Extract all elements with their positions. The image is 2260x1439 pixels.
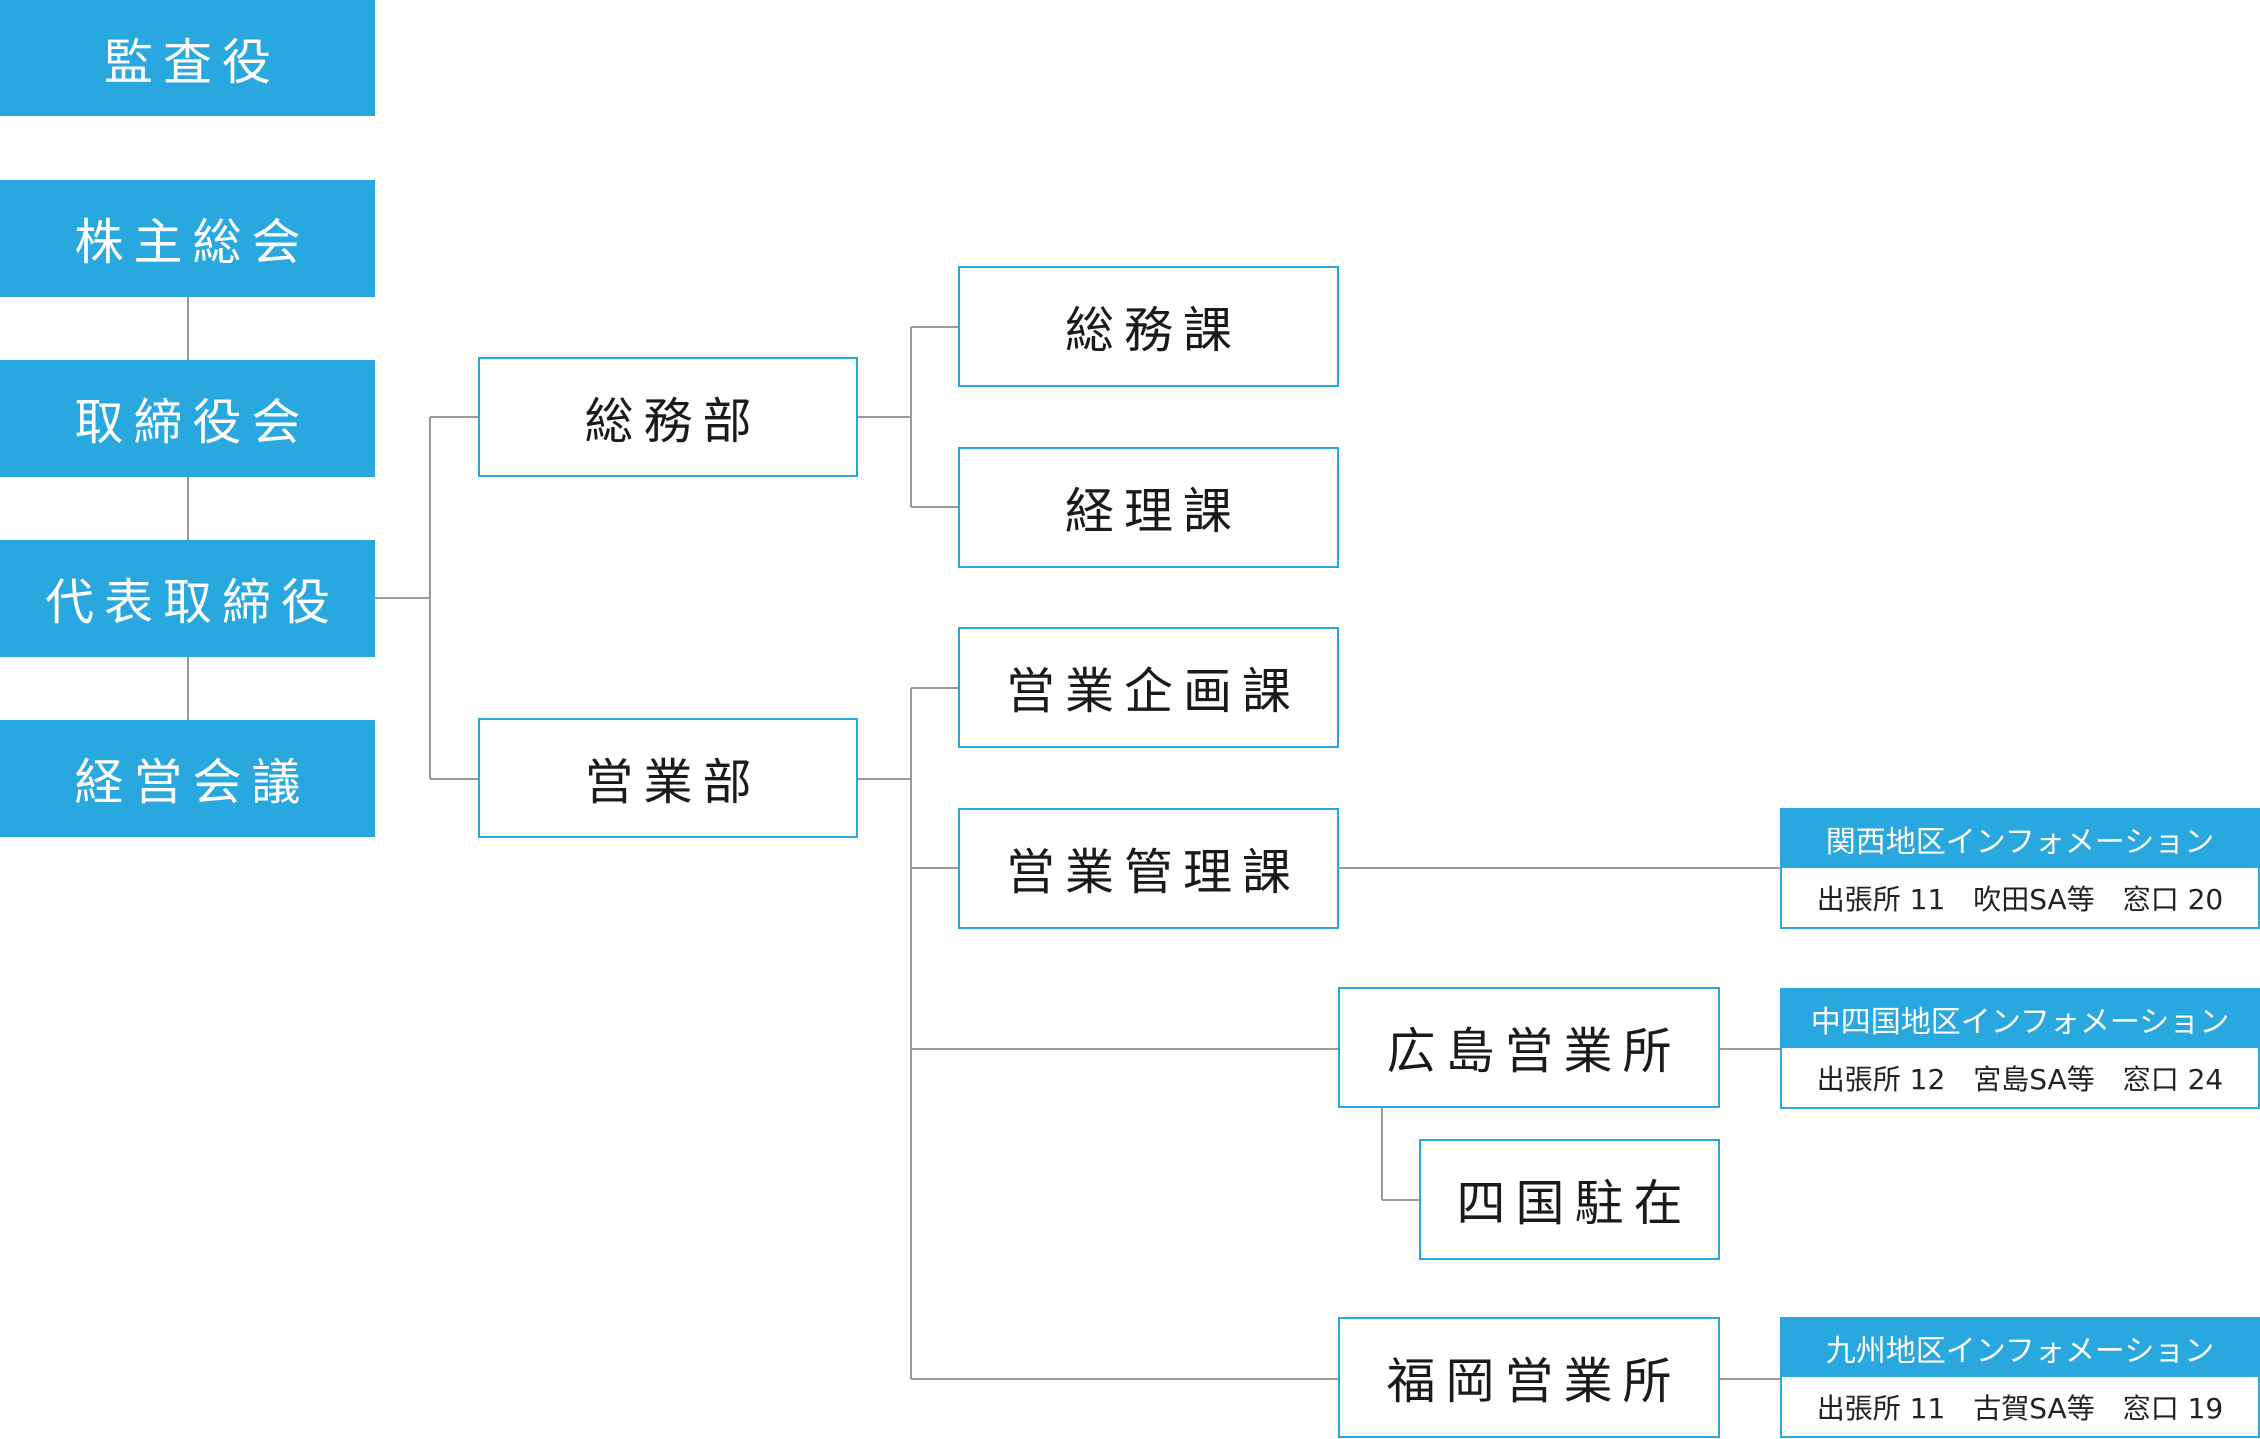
hiroshima-office-label: 広島営業所 bbox=[1386, 1023, 1682, 1080]
sales-management-section-box: 営業管理課 bbox=[958, 808, 1339, 929]
sales-planning-section-label: 営業企画課 bbox=[1005, 663, 1301, 720]
kyushu-info-title: 九州地区インフォメーション bbox=[1782, 1319, 2258, 1377]
president-label: 代表取締役 bbox=[44, 574, 340, 631]
kyushu-info-box: 九州地区インフォメーション 出張所 11 古賀SA等 窓口 19 bbox=[1780, 1317, 2260, 1438]
accounting-section-box: 経理課 bbox=[958, 447, 1339, 568]
general-affairs-dept-label: 総務部 bbox=[584, 392, 762, 450]
hiroshima-office-box: 広島営業所 bbox=[1338, 987, 1720, 1108]
auditor-box: 監査役 bbox=[0, 0, 375, 116]
chushikoku-info-title: 中四国地区インフォメーション bbox=[1782, 990, 2258, 1048]
kansai-info-title: 関西地区インフォメーション bbox=[1782, 810, 2258, 868]
sales-dept-label: 営業部 bbox=[584, 753, 762, 811]
sales-dept-box: 営業部 bbox=[478, 718, 858, 838]
board-of-directors-box: 取締役会 bbox=[0, 360, 375, 477]
sales-planning-section-box: 営業企画課 bbox=[958, 627, 1339, 748]
kansai-info-detail: 出張所 11 吹田SA等 窓口 20 bbox=[1816, 883, 2224, 916]
president-box: 代表取締役 bbox=[0, 540, 375, 657]
chushikoku-info-box: 中四国地区インフォメーション 出張所 12 宮島SA等 窓口 24 bbox=[1780, 988, 2260, 1109]
management-meeting-label: 経営会議 bbox=[74, 754, 311, 811]
general-affairs-dept-box: 総務部 bbox=[478, 357, 858, 477]
auditor-label: 監査役 bbox=[103, 33, 281, 91]
shikoku-station-box: 四国駐在 bbox=[1419, 1139, 1720, 1260]
accounting-section-label: 経理課 bbox=[1064, 483, 1242, 540]
shareholders-meeting-label: 株主総会 bbox=[74, 214, 311, 271]
kansai-info-box: 関西地区インフォメーション 出張所 11 吹田SA等 窓口 20 bbox=[1780, 808, 2260, 929]
general-affairs-section-box: 総務課 bbox=[958, 266, 1339, 387]
fukuoka-office-label: 福岡営業所 bbox=[1386, 1353, 1682, 1410]
shikoku-station-label: 四国駐在 bbox=[1456, 1175, 1693, 1232]
sales-management-section-label: 営業管理課 bbox=[1005, 844, 1301, 901]
fukuoka-office-box: 福岡営業所 bbox=[1338, 1317, 1720, 1438]
general-affairs-section-label: 総務課 bbox=[1064, 302, 1242, 359]
chushikoku-info-detail: 出張所 12 宮島SA等 窓口 24 bbox=[1816, 1063, 2224, 1096]
shareholders-meeting-box: 株主総会 bbox=[0, 180, 375, 297]
management-meeting-box: 経営会議 bbox=[0, 720, 375, 837]
board-of-directors-label: 取締役会 bbox=[74, 394, 311, 451]
kyushu-info-detail: 出張所 11 古賀SA等 窓口 19 bbox=[1816, 1392, 2224, 1425]
